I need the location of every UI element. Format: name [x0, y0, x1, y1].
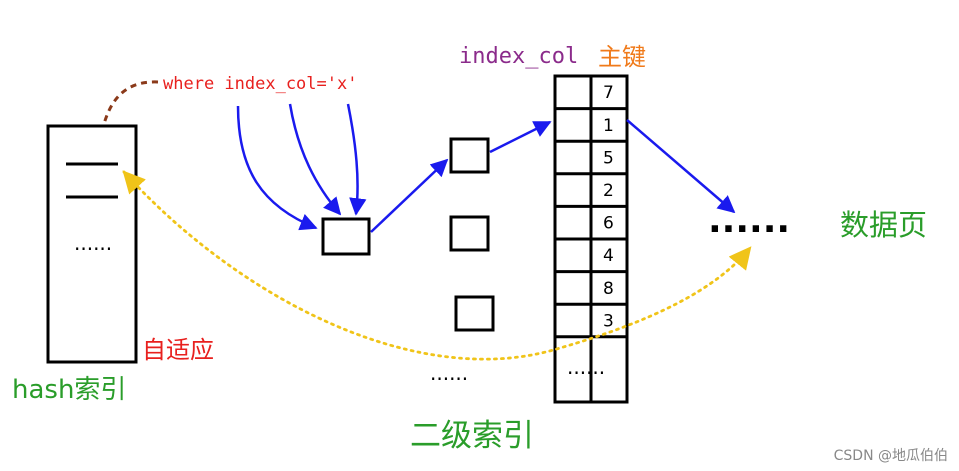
primary-key-value: 7 [603, 83, 614, 103]
nodes-ellipsis: ...... [430, 361, 468, 385]
primary-key-value: 4 [603, 246, 614, 266]
leaf-to-data-arrow [626, 119, 736, 214]
internal-node-2 [449, 215, 490, 252]
primary-key-value: 6 [603, 214, 614, 234]
adaptive-hash-link [122, 170, 752, 361]
query-arrow-1 [236, 105, 318, 231]
root-to-node-arrow [370, 158, 449, 233]
internal-node-3 [454, 295, 495, 332]
pk-header: 主键 [598, 43, 646, 71]
query-arrow-2 [288, 103, 342, 216]
secondary-index-label: 二级索引 [410, 418, 534, 454]
hash-index-label: hash索引 [12, 375, 126, 405]
primary-key-value: 8 [603, 279, 614, 299]
data-page-dots: ...... [708, 200, 790, 241]
query-label: where index_col='x' [163, 74, 357, 94]
primary-key-value: 2 [603, 181, 614, 201]
adaptive-label: 自适应 [142, 336, 214, 364]
internal-node-1 [449, 137, 490, 174]
watermark: CSDN @地瓜伯伯 [834, 448, 948, 464]
data-pages-label: 数据页 [840, 208, 927, 242]
query-arrow-3 [346, 103, 367, 216]
hash-ellipsis: ...... [74, 231, 112, 255]
primary-key-value: 3 [603, 311, 614, 331]
root-node [321, 217, 371, 256]
node-to-leaf-arrow [489, 120, 552, 154]
index-col-header: index_col [459, 44, 578, 69]
leaf-ellipsis: ...... [567, 355, 605, 379]
primary-key-value: 1 [603, 116, 614, 136]
leaf-page: 7 1 5 2 6 4 8 3 [553, 74, 629, 404]
primary-key-value: 5 [603, 148, 614, 168]
